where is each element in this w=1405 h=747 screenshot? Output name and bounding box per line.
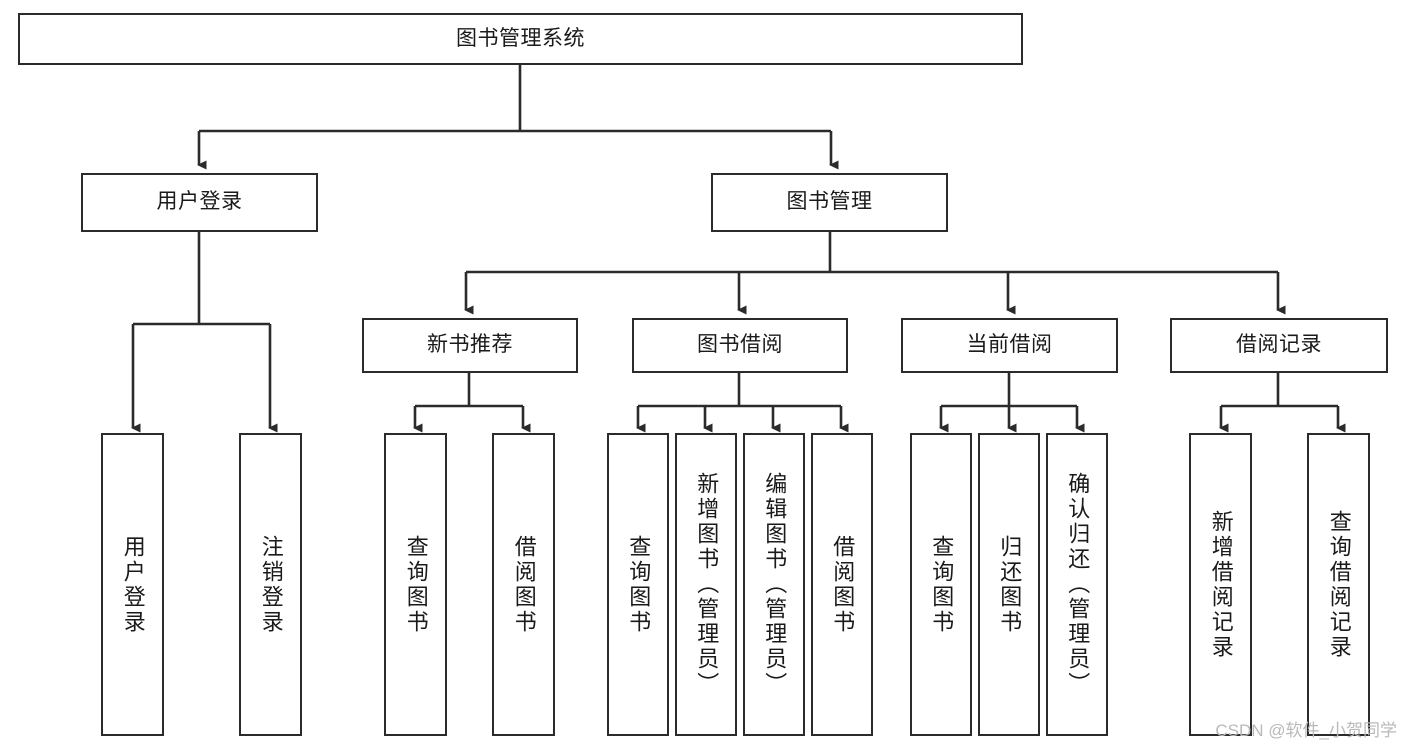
node-new-book-recommend[interactable]: 新书推荐: [362, 318, 578, 373]
node-leaf-borrow-book-1-label: 借阅图书: [511, 534, 537, 635]
node-leaf-borrow-book-2-label: 借阅图书: [830, 534, 856, 635]
node-leaf-borrow-book-2[interactable]: 借阅图书: [811, 433, 873, 736]
node-current-borrow-label: 当前借阅: [966, 333, 1053, 357]
node-leaf-edit-book[interactable]: 编辑图书（管理员）: [743, 433, 805, 736]
node-book-borrow[interactable]: 图书借阅: [632, 318, 848, 373]
node-leaf-query-book-1[interactable]: 查询图书: [384, 433, 447, 736]
node-new-book-recommend-label: 新书推荐: [427, 333, 513, 357]
node-user-login[interactable]: 用户登录: [81, 173, 318, 232]
node-borrow-record-label: 借阅记录: [1236, 333, 1322, 357]
node-leaf-add-book[interactable]: 新增图书（管理员）: [675, 433, 737, 736]
node-leaf-confirm-return-label: 确认归还（管理员）: [1065, 472, 1091, 697]
node-leaf-query-record[interactable]: 查询借阅记录: [1307, 433, 1370, 736]
node-current-borrow[interactable]: 当前借阅: [901, 318, 1118, 373]
node-leaf-logout-label: 注销登录: [258, 534, 284, 635]
node-leaf-query-book-3-label: 查询图书: [929, 534, 955, 635]
node-leaf-return-book-label: 归还图书: [997, 534, 1023, 635]
node-book-manage-label: 图书管理: [786, 190, 873, 214]
node-leaf-borrow-book-1[interactable]: 借阅图书: [492, 433, 555, 736]
watermark-text: CSDN @软件_小贺同学: [1215, 721, 1397, 740]
node-leaf-add-record[interactable]: 新增借阅记录: [1189, 433, 1252, 736]
node-leaf-query-book-1-label: 查询图书: [403, 534, 429, 635]
node-leaf-confirm-return[interactable]: 确认归还（管理员）: [1046, 433, 1108, 736]
node-leaf-query-book-2-label: 查询图书: [626, 534, 652, 635]
node-root-label: 图书管理系统: [456, 26, 585, 50]
node-leaf-edit-book-label: 编辑图书（管理员）: [762, 472, 788, 697]
node-book-manage[interactable]: 图书管理: [711, 173, 948, 232]
node-leaf-query-book-2[interactable]: 查询图书: [607, 433, 669, 736]
node-leaf-user-login[interactable]: 用户登录: [101, 433, 164, 736]
node-book-borrow-label: 图书借阅: [697, 333, 783, 357]
node-leaf-user-login-label: 用户登录: [120, 534, 146, 635]
node-leaf-query-record-label: 查询借阅记录: [1326, 509, 1352, 660]
node-leaf-logout[interactable]: 注销登录: [239, 433, 302, 736]
node-leaf-return-book[interactable]: 归还图书: [978, 433, 1040, 736]
node-leaf-query-book-3[interactable]: 查询图书: [910, 433, 972, 736]
node-leaf-add-record-label: 新增借阅记录: [1208, 509, 1234, 660]
node-borrow-record[interactable]: 借阅记录: [1170, 318, 1388, 373]
node-root[interactable]: 图书管理系统: [18, 13, 1023, 65]
node-leaf-add-book-label: 新增图书（管理员）: [694, 472, 720, 697]
node-user-login-label: 用户登录: [156, 190, 243, 214]
